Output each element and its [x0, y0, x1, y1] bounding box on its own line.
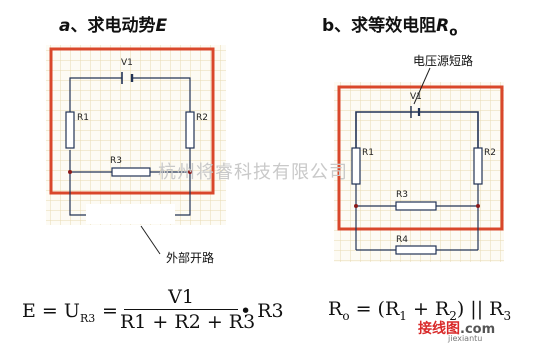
left-wire-top-right — [132, 77, 191, 112]
right-panel-title: b、求等效电阻Ro — [322, 16, 458, 39]
formula-tail: • R3 — [240, 300, 284, 322]
right-label-r4: R4 — [396, 235, 408, 245]
right-label-r1: R1 — [362, 148, 374, 158]
left-callout-line — [140, 225, 161, 255]
left-highlight-box — [49, 47, 215, 195]
right-junction-dot — [476, 204, 480, 208]
formula-lhs: E = U — [22, 300, 80, 322]
right-resistor-r3 — [395, 201, 437, 211]
left-resistor-r1 — [65, 111, 75, 149]
right-callout-line — [413, 67, 431, 105]
left-open-gap — [86, 204, 175, 224]
watermark: 杭州将睿科技有限公司 — [158, 162, 348, 183]
formula-numerator: V1 — [168, 286, 194, 308]
formula-eq: = — [102, 300, 118, 322]
left-junction-dot — [68, 170, 72, 174]
left-label-r2: R2 — [196, 113, 208, 123]
right-label-v1: V1 — [410, 92, 422, 102]
right-junction-dot — [354, 204, 358, 208]
left-resistor-r2 — [185, 111, 195, 149]
right-resistor-r4 — [395, 245, 437, 255]
left-resistor-r3 — [111, 167, 151, 177]
left-panel-title: a、求电动势E — [59, 16, 168, 36]
left-circuit: V1 R1 R2 R3 — [46, 45, 226, 255]
left-open-lead-left — [69, 172, 86, 216]
formula-denominator: R1 + R2 + R3 — [120, 311, 256, 333]
right-label-r3: R3 — [396, 190, 408, 200]
right-resistor-r2 — [473, 147, 483, 185]
right-wire-top — [355, 111, 479, 148]
left-grid — [46, 45, 226, 225]
right-formula: Ro = (R1 + R2) || R3 — [328, 298, 512, 323]
right-label-r2: R2 — [484, 148, 496, 158]
site-logo-subtext: jiexiantu — [448, 334, 483, 343]
left-junction-dot — [188, 170, 192, 174]
site-logo: 接线图.com — [418, 321, 496, 337]
fraction-bar — [124, 309, 238, 310]
right-circuit: V1 R1 R2 R3 R4 — [334, 67, 504, 262]
left-callout: 外部开路 — [166, 251, 215, 265]
left-label-r3: R3 — [110, 156, 122, 166]
right-callout: 电压源短路 — [413, 54, 474, 68]
left-label-v1: V1 — [121, 58, 133, 68]
left-label-r1: R1 — [77, 113, 89, 123]
formula-fraction: V1 R1 + R2 + R3 — [120, 286, 256, 333]
left-open-lead-right — [175, 172, 191, 216]
right-resistor-r1 — [351, 147, 361, 185]
formula-lhs-sub: R3 — [80, 312, 96, 325]
right-highlight-box — [337, 85, 504, 231]
